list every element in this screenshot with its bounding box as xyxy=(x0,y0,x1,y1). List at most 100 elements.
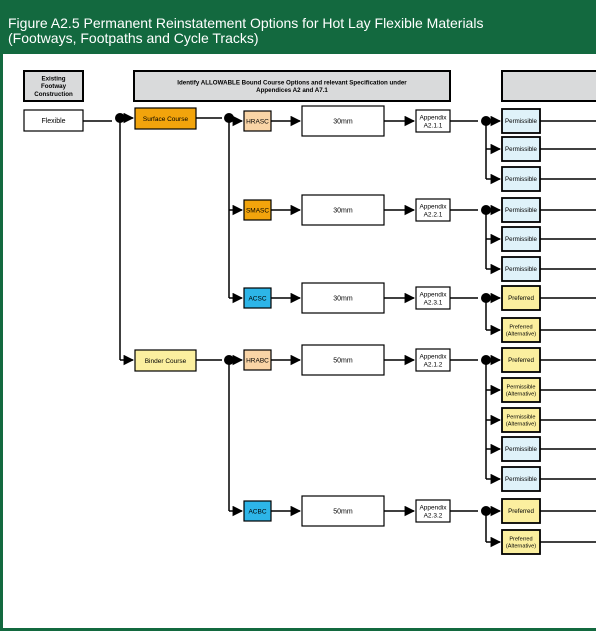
appendix-box-label: Appendix xyxy=(419,114,447,121)
outcome-box-permissible-label: Permissible xyxy=(505,207,538,214)
outcome-box-permissible-label: Permissible xyxy=(505,266,538,273)
binder-course-box-label: Binder Course xyxy=(145,358,187,365)
existing-construction-header-label: Construction xyxy=(34,91,73,98)
material-box-hrasc: HRASC xyxy=(243,110,272,132)
material-box-acsc: ACSC xyxy=(243,287,272,309)
surface-course-box-label: Surface Course xyxy=(143,116,189,123)
flexible-box-label: Flexible xyxy=(41,118,65,125)
identify-options-header-rect xyxy=(133,70,451,102)
material-box-acsc-label: ACSC xyxy=(248,295,266,302)
appendix-box-label: Appendix xyxy=(419,504,447,511)
outcome-box-preferred-label: (Alternative) xyxy=(506,392,536,398)
frame-border-bottom xyxy=(0,628,596,631)
thickness-box-label: 30mm xyxy=(333,207,353,214)
material-box-hrabc-rect xyxy=(243,349,272,371)
appendix-box-rect xyxy=(415,109,451,133)
outcome-box-permissible: Permissible xyxy=(501,166,541,192)
outcome-box-permissible-rect xyxy=(501,108,541,134)
material-box-acbc-label: ACBC xyxy=(248,508,266,515)
binder-course-box-rect xyxy=(134,349,197,372)
material-box-smasc-rect xyxy=(243,199,272,221)
material-box-acbc: ACBC xyxy=(243,500,272,522)
thickness-box-rect xyxy=(301,105,385,137)
outcome-box-permissible-label: Permissible xyxy=(505,236,538,243)
outcome-header-box xyxy=(501,70,596,102)
outcome-box-preferred: Permissible(Alternative) xyxy=(501,407,541,433)
appendix-box-rect xyxy=(415,198,451,222)
thickness-box-rect xyxy=(301,344,385,376)
identify-options-header: Identify ALLOWABLE Bound Course Options … xyxy=(133,70,451,102)
outcome-box-preferred-label: Preferred xyxy=(509,324,532,330)
outcome-box-preferred-rect xyxy=(501,407,541,433)
thickness-box-label: 50mm xyxy=(333,508,353,515)
material-box-acbc-rect xyxy=(243,500,272,522)
outcome-box-permissible-rect xyxy=(501,226,541,252)
outcome-box-preferred-rect xyxy=(501,529,541,555)
outcome-box-preferred-label: Permissible xyxy=(507,414,536,420)
material-box-smasc-label: SMASC xyxy=(246,207,269,214)
outcome-box-permissible: Permissible xyxy=(501,197,541,223)
outcome-box-preferred-label: (Alternative) xyxy=(506,332,536,338)
flexible-box-rect xyxy=(23,109,84,132)
appendix-box-rect xyxy=(415,286,451,310)
outcome-box-permissible-rect xyxy=(501,256,541,282)
outcome-box-preferred-label: Preferred xyxy=(508,508,534,515)
outcome-box-permissible: Permissible xyxy=(501,436,541,462)
surface-course-box-rect xyxy=(134,107,197,130)
outcome-box-permissible-rect xyxy=(501,466,541,492)
outcome-box-preferred-label: Preferred xyxy=(508,295,534,302)
outcome-box-permissible-rect xyxy=(501,197,541,223)
binder-course-box: Binder Course xyxy=(134,349,197,372)
outcome-box-permissible: Permissible xyxy=(501,226,541,252)
outcome-box-preferred-rect xyxy=(501,498,541,524)
outcome-box-permissible-label: Permissible xyxy=(505,176,538,183)
outcome-box-permissible: Permissible xyxy=(501,136,541,162)
outcome-box-permissible-rect xyxy=(501,166,541,192)
thickness-box-rect xyxy=(301,282,385,314)
appendix-box-label: A2.3.1 xyxy=(424,299,443,306)
appendix-box-label: Appendix xyxy=(419,203,447,210)
identify-options-header-label: Appendices A2 and A7.1 xyxy=(256,87,328,94)
outcome-box-permissible-label: Permissible xyxy=(505,146,538,153)
outcome-box-preferred-label: Preferred xyxy=(508,357,534,364)
figure-title-bar: Figure A2.5 Permanent Reinstatement Opti… xyxy=(0,0,596,54)
thickness-box: 30mm xyxy=(301,105,385,137)
outcome-box-preferred-label: Permissible xyxy=(507,384,536,390)
outcome-box-preferred-rect xyxy=(501,285,541,311)
appendix-box-label: A2.1.2 xyxy=(424,361,443,368)
outcome-box-preferred: Preferred xyxy=(501,498,541,524)
existing-construction-header-label: Footway xyxy=(41,83,67,90)
figure-title-line-2: (Footways, Footpaths and Cycle Tracks) xyxy=(8,30,259,46)
outcome-box-preferred-rect xyxy=(501,347,541,373)
outcome-box-permissible-rect xyxy=(501,136,541,162)
figure-title-line-1: Figure A2.5 Permanent Reinstatement Opti… xyxy=(8,15,484,31)
outcome-box-preferred-label: Preferred xyxy=(509,536,532,542)
appendix-box-label: A2.2.1 xyxy=(424,211,443,218)
outcome-box-permissible: Permissible xyxy=(501,256,541,282)
existing-construction-header-rect xyxy=(23,70,84,102)
outcome-box-preferred: Preferred (Alternative) xyxy=(501,317,541,343)
surface-course-box: Surface Course xyxy=(134,107,197,130)
outcome-box-preferred-rect xyxy=(501,317,541,343)
thickness-box: 30mm xyxy=(301,194,385,226)
appendix-box-rect xyxy=(415,348,451,372)
thickness-box-rect xyxy=(301,194,385,226)
appendix-box-label: Appendix xyxy=(419,291,447,298)
thickness-box: 50mm xyxy=(301,344,385,376)
appendix-box-label: Appendix xyxy=(419,353,447,360)
material-box-acsc-rect xyxy=(243,287,272,309)
outcome-box-permissible-label: Permissible xyxy=(505,476,538,483)
thickness-box-rect xyxy=(301,495,385,527)
outcome-box-permissible: Permissible xyxy=(501,466,541,492)
outcome-box-permissible-label: Permissible xyxy=(505,118,538,125)
material-box-hrasc-label: HRASC xyxy=(246,118,269,125)
material-box-hrabc: HRABC xyxy=(243,349,272,371)
outcome-box-preferred: Preferred(Alternative) xyxy=(501,529,541,555)
